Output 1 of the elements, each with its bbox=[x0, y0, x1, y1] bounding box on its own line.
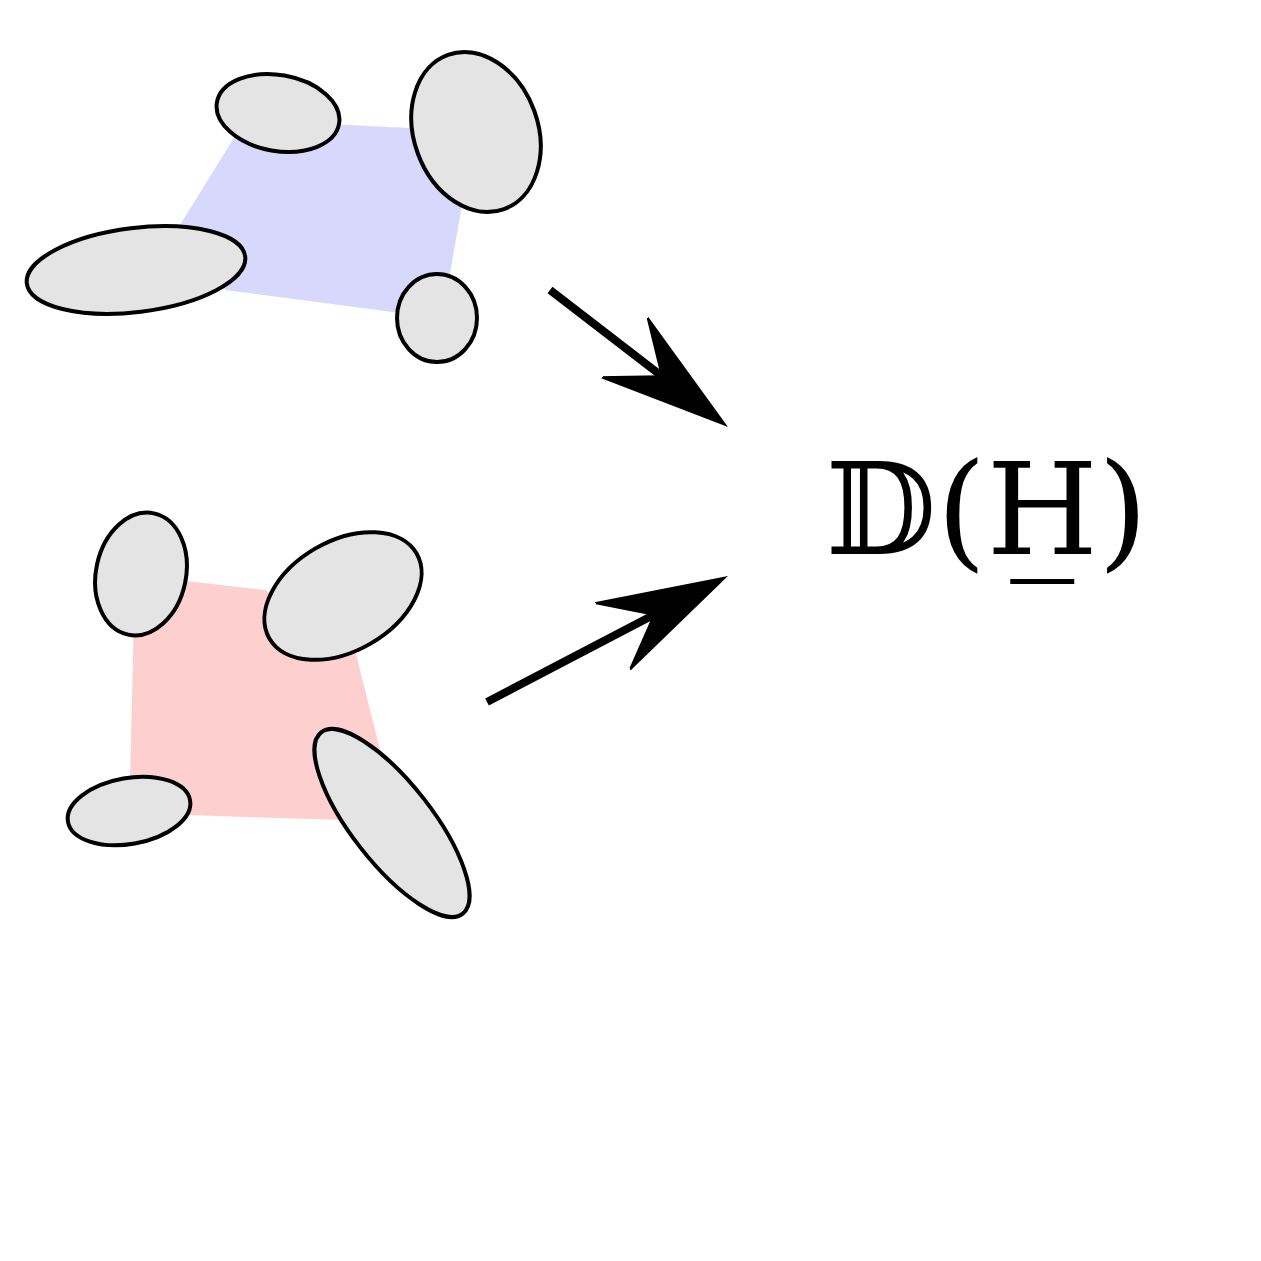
formula-label: 𝔻(H̲) bbox=[824, 434, 1149, 586]
